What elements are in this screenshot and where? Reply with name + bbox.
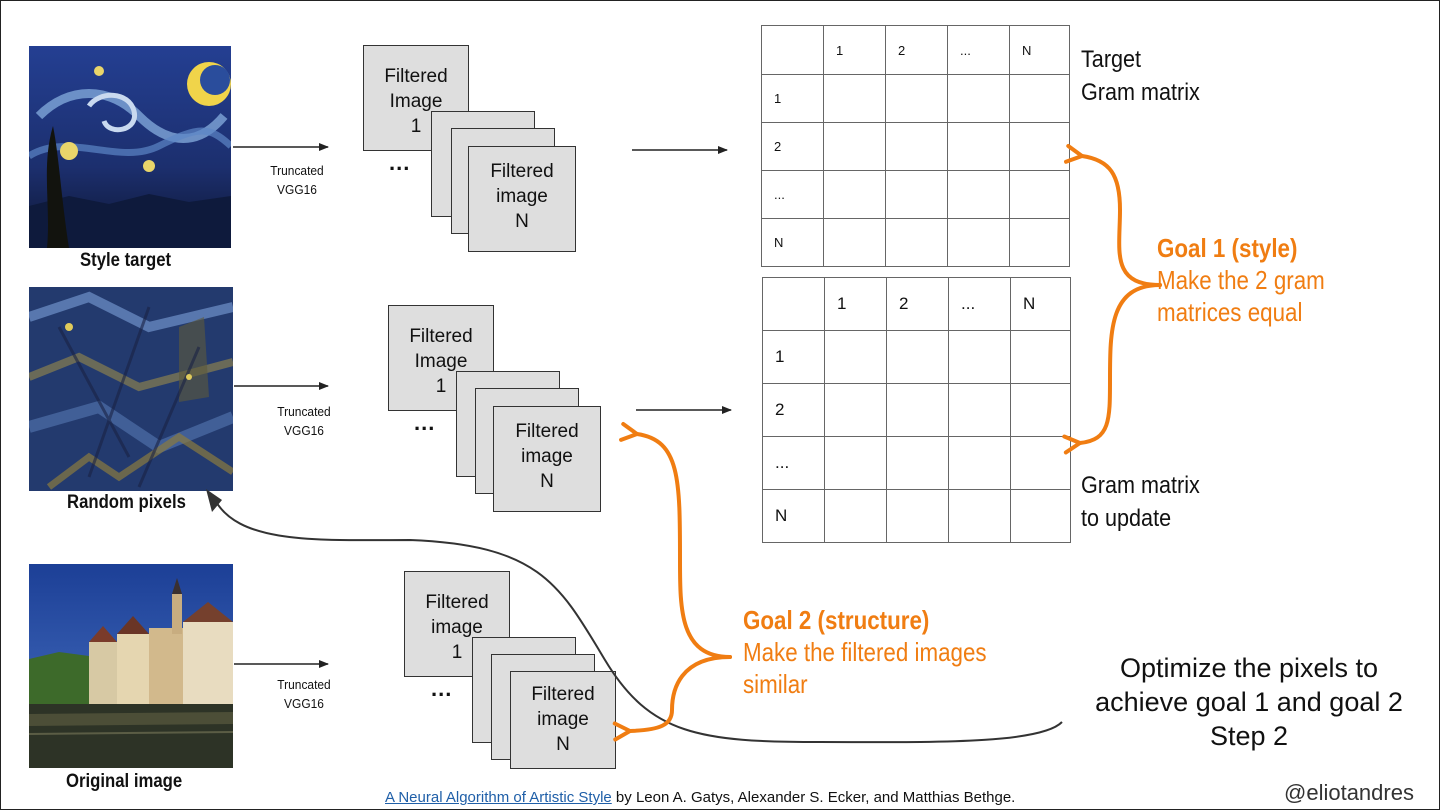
card-text-3: N — [540, 471, 554, 492]
card-text-3: 1 — [410, 116, 422, 137]
style-target-image — [29, 46, 231, 248]
card-text-3: 1 — [451, 642, 463, 663]
paper-link[interactable]: A Neural Algorithm of Artistic Style — [385, 789, 612, 806]
gram-corner-cell — [761, 25, 824, 75]
label-line-2: Gram matrix — [1081, 79, 1200, 106]
target-gram-matrix: 1 2 ... N 1 2 ... N — [761, 25, 1070, 267]
vgg16-label-row3: Truncated VGG16 — [268, 675, 340, 713]
gram-row-header: 1 — [762, 330, 825, 384]
gram-header-cell: ... — [948, 277, 1011, 331]
gram-row-header: N — [762, 489, 825, 543]
card-text-3: 1 — [435, 376, 447, 397]
vgg16-label-row1: Truncated VGG16 — [261, 161, 333, 199]
goal-1-title: Goal 1 (style) — [1157, 233, 1298, 263]
filtered-image-card-last: Filtered image N — [493, 406, 601, 512]
card-text-2: image — [496, 186, 548, 207]
goal-2-title: Goal 2 (structure) — [743, 605, 930, 635]
card-text-1: Filtered — [384, 66, 448, 87]
goal-1-brace-bottom — [1062, 283, 1162, 455]
label-line-1: Gram matrix — [1081, 472, 1200, 499]
label-line-1: Target — [1081, 46, 1142, 73]
citation: A Neural Algorithm of Artistic Style by … — [385, 789, 1015, 806]
net-line-1: Truncated — [270, 163, 324, 178]
optimize-line-3: Step 2 — [1209, 721, 1289, 751]
card-text-3: N — [556, 734, 570, 755]
card-text-1: Filtered — [490, 161, 554, 182]
goal-2-brace-top — [619, 421, 732, 659]
optimize-feedback-arrowhead — [206, 489, 222, 512]
card-text-1: Filtered — [425, 592, 489, 613]
goal-1-brace-top — [1064, 143, 1162, 287]
original-image — [29, 564, 233, 768]
gram-row-header: 2 — [761, 122, 824, 171]
net-line-1: Truncated — [277, 677, 331, 692]
original-image-caption: Original image — [66, 771, 183, 792]
card-text-1: Filtered — [409, 326, 473, 347]
goal-2-line-1: Make the filtered images — [743, 637, 987, 667]
net-line-2: VGG16 — [277, 182, 317, 197]
label-line-2: to update — [1081, 505, 1172, 532]
goal-2-text: Goal 2 (structure) Make the filtered ima… — [743, 604, 987, 700]
gram-header-cell: 2 — [886, 277, 949, 331]
card-text-2: image — [431, 617, 483, 638]
filtered-image-card-last: Filtered image N — [510, 671, 616, 769]
net-line-2: VGG16 — [284, 423, 324, 438]
random-pixels-caption: Random pixels — [67, 492, 186, 513]
optimize-text: Optimize the pixels to achieve goal 1 an… — [1059, 651, 1439, 753]
goal-1-line-1: Make the 2 gram — [1157, 265, 1325, 295]
author-handle: @eliotandres — [1284, 780, 1414, 805]
optimize-line-1: Optimize the pixels to — [1119, 653, 1379, 683]
net-line-1: Truncated — [277, 404, 331, 419]
card-text-1: Filtered — [531, 684, 595, 705]
target-gram-label: Target Gram matrix — [1081, 43, 1200, 109]
goal-2-brace-bottom — [612, 655, 732, 742]
filtered-image-card-last: Filtered image N — [468, 146, 576, 252]
ellipsis: ... — [431, 676, 453, 701]
update-gram-label: Gram matrix to update — [1081, 469, 1200, 535]
net-line-2: VGG16 — [284, 696, 324, 711]
goal-1-line-2: matrices equal — [1157, 297, 1303, 327]
optimize-feedback-arrow — [214, 499, 1063, 744]
card-text-2: image — [537, 709, 589, 730]
card-text-2: image — [521, 446, 573, 467]
ellipsis: ... — [389, 150, 411, 175]
style-target-caption: Style target — [80, 250, 172, 271]
goal-2-line-2: similar — [743, 669, 808, 699]
ellipsis: ... — [414, 410, 436, 435]
card-text-2: Image — [389, 91, 443, 112]
card-text-3: N — [515, 211, 529, 232]
random-pixels-image — [29, 287, 233, 491]
update-gram-matrix: 1 2 ... N 1 2 ... N — [762, 277, 1071, 543]
card-text-2: Image — [414, 351, 468, 372]
vgg16-label-row2: Truncated VGG16 — [268, 402, 340, 440]
citation-authors: by Leon A. Gatys, Alexander S. Ecker, an… — [611, 789, 1016, 806]
gram-header-cell: 1 — [824, 277, 887, 331]
optimize-line-2: achieve goal 1 and goal 2 — [1095, 687, 1403, 717]
filtered-image-card-first: Filtered image 1 — [404, 571, 510, 677]
card-text-1: Filtered — [515, 421, 579, 442]
gram-row-header: ... — [762, 436, 825, 490]
goal-1-text: Goal 1 (style) Make the 2 gram matrices … — [1157, 232, 1325, 328]
